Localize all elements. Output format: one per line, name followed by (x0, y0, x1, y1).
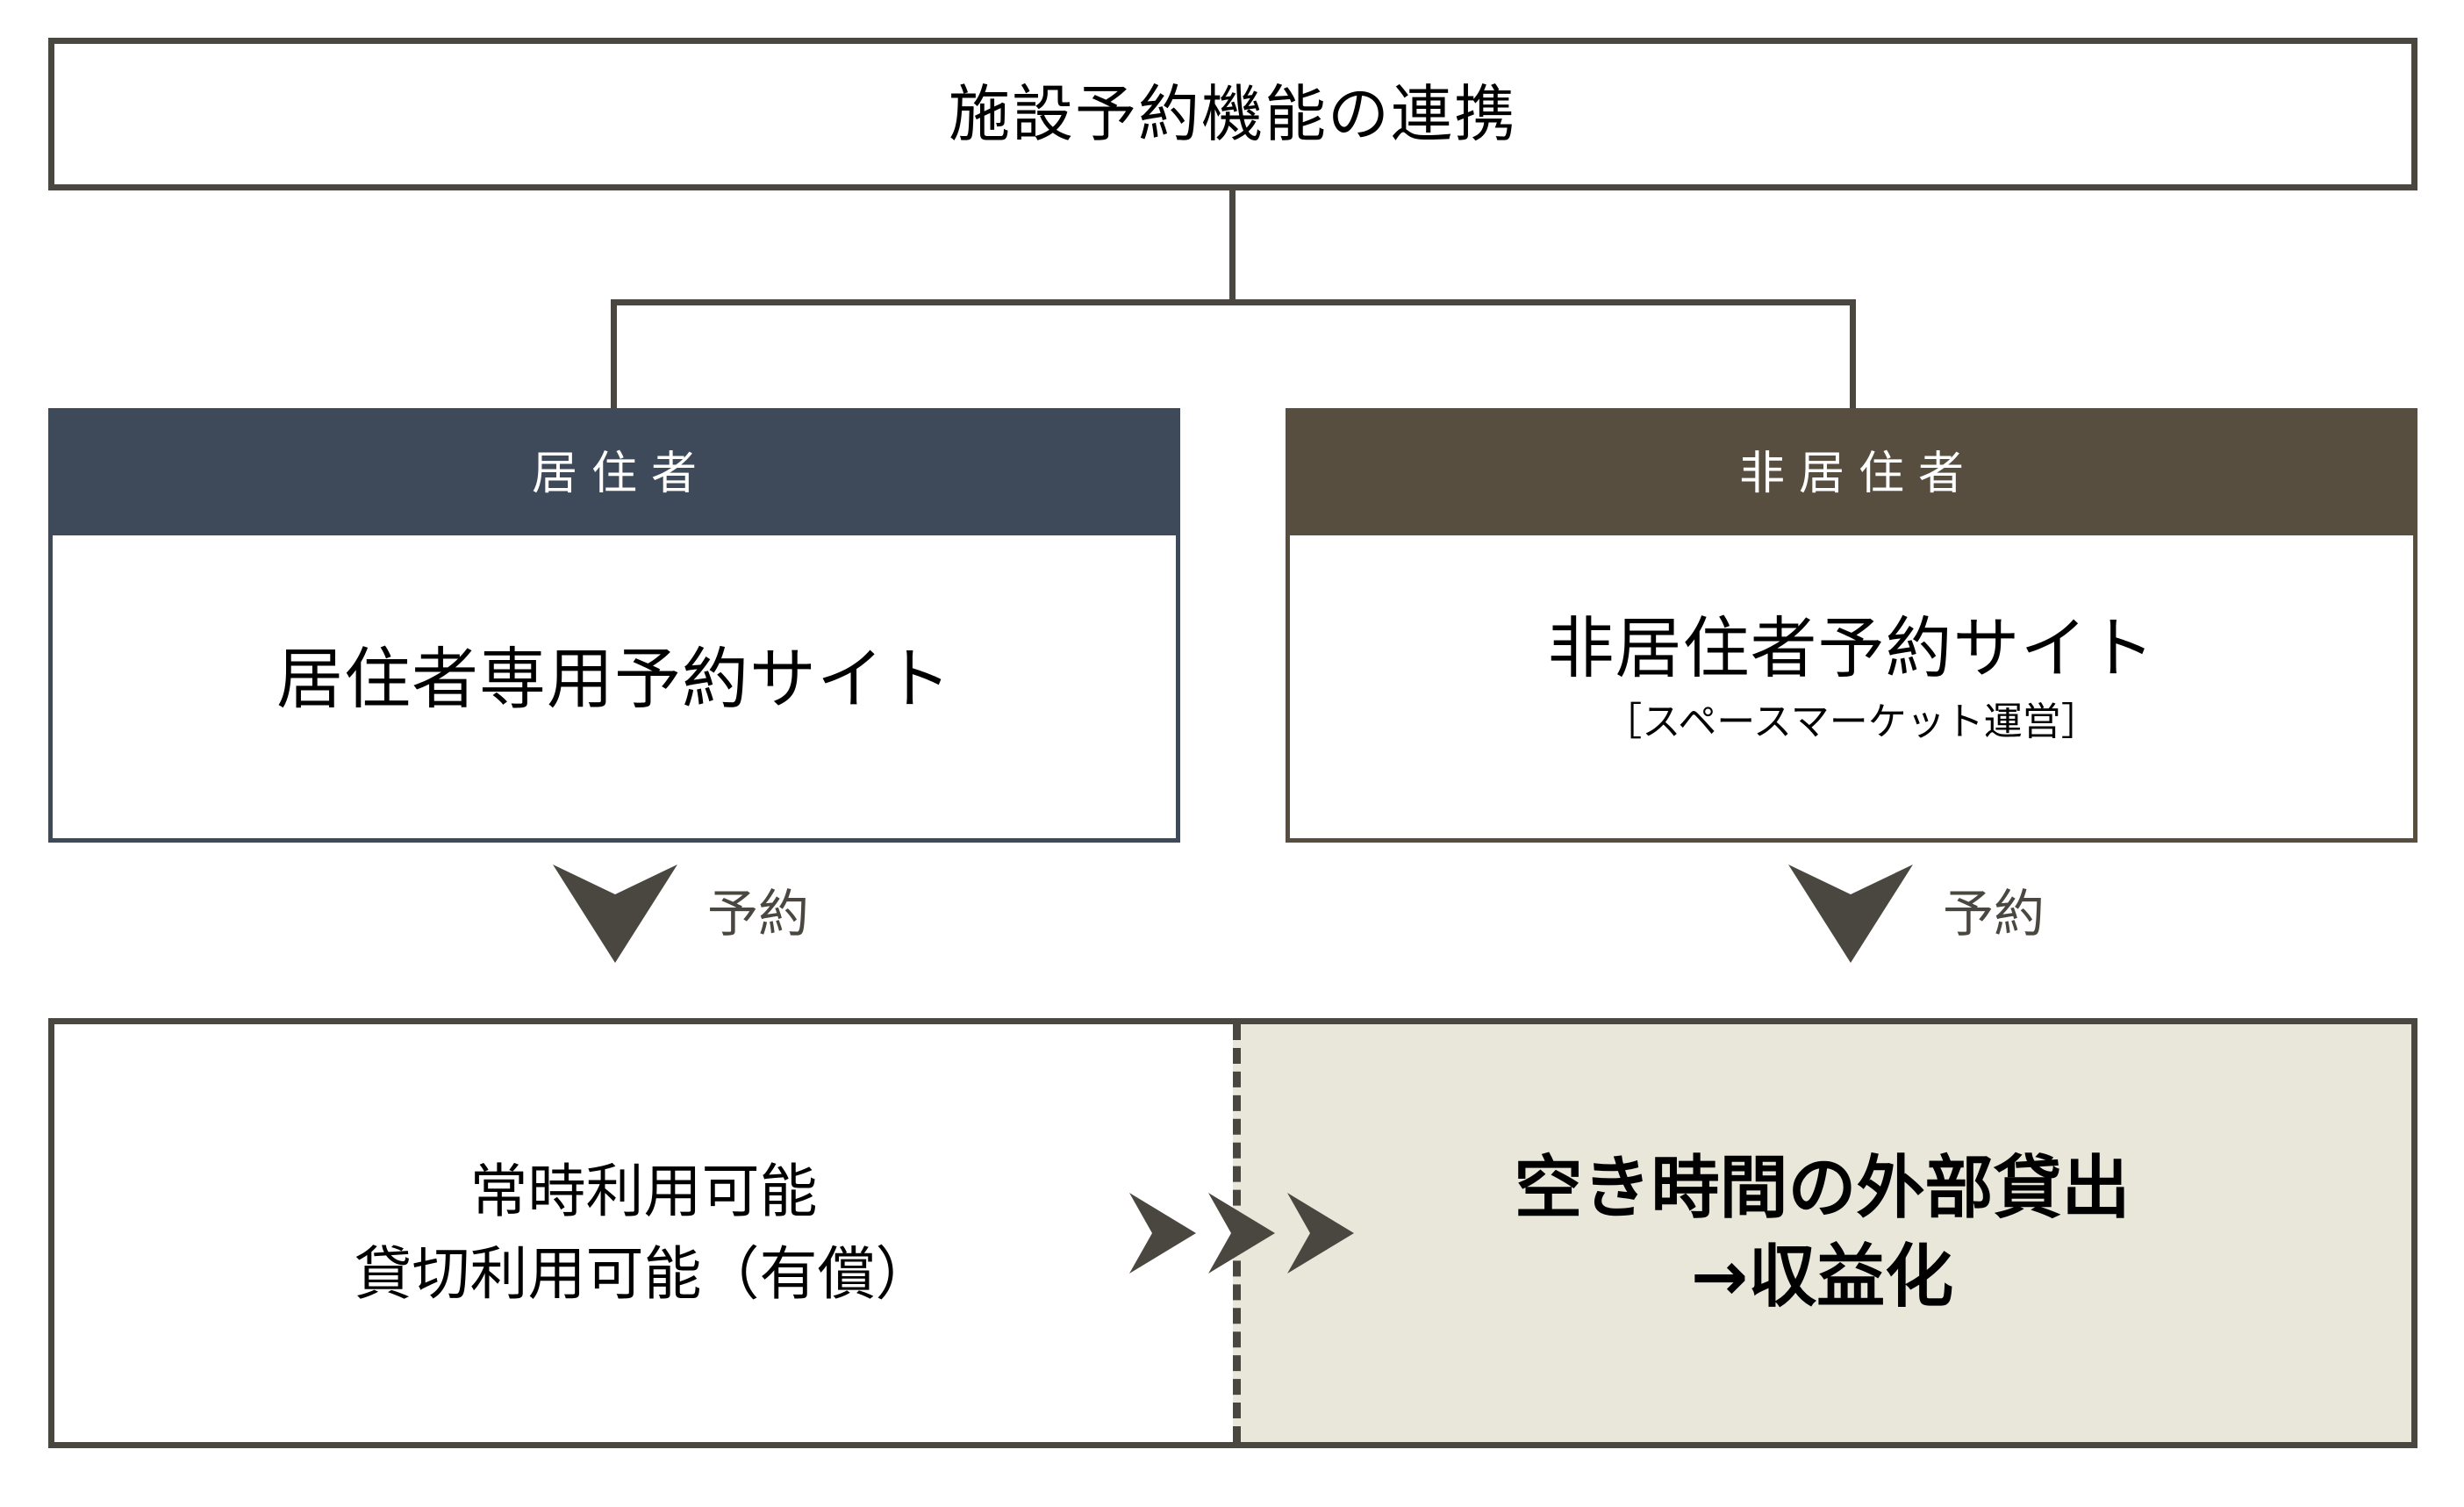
chevron-right-icon (1208, 1193, 1275, 1274)
reservation-label-resident: 予約 (707, 884, 810, 944)
category-header-non-resident: 非居住者 (1290, 413, 2413, 535)
non-resident-site-name: 非居住者予約サイト (1547, 609, 2156, 688)
reservation-flow-resident: 予約 (553, 865, 809, 963)
chevron-right-icon (1287, 1193, 1354, 1274)
outcome-left-text: 常時利用可能 貸切利用可能（有償） (54, 1024, 1233, 1442)
category-body-non-resident: 非居住者予約サイト ［スペースマーケット運営］ (1290, 535, 2413, 838)
outcome-box: 常時利用可能 貸切利用可能（有償） 空き時間の外部貸出 →収益化 (48, 1018, 2417, 1448)
chevron-down-icon (553, 865, 677, 963)
non-resident-operator-note: ［スペースマーケット運営］ (1603, 699, 2100, 744)
category-body-resident: 居住者専用予約サイト (53, 535, 1176, 838)
outcome-left-line-1: 常時利用可能 (469, 1157, 818, 1225)
connector-vertical-trunk (1229, 190, 1236, 305)
category-header-resident: 居住者 (53, 413, 1176, 535)
category-box-resident: 居住者 居住者専用予約サイト (48, 408, 1180, 843)
chevron-down-icon (1788, 865, 1913, 963)
reservation-label-non-resident: 予約 (1943, 884, 2045, 944)
outcome-right-text: 空き時間の外部貸出 →収益化 (1233, 1024, 2411, 1442)
outcome-flow-arrows (1129, 1193, 1354, 1274)
outcome-inner: 常時利用可能 貸切利用可能（有償） 空き時間の外部貸出 →収益化 (54, 1024, 2411, 1442)
connector-vertical-to-resident (611, 299, 617, 410)
outcome-highlight-panel (1233, 1024, 2411, 1442)
diagram-title-box: 施設予約機能の連携 (48, 38, 2417, 190)
outcome-right-line-1: 空き時間の外部貸出 (1514, 1148, 2131, 1228)
reservation-flow-non-resident: 予約 (1788, 865, 2045, 963)
outcome-right-line-2: →収益化 (1690, 1238, 1954, 1317)
resident-site-name: 居住者専用予約サイト (276, 639, 952, 718)
outcome-left-line-2: 貸切利用可能（有償） (354, 1240, 934, 1308)
connector-vertical-to-non-resident (1850, 299, 1856, 410)
connector-horizontal-branch (611, 299, 1856, 305)
page-title: 施設予約機能の連携 (949, 78, 1517, 150)
chevron-right-icon (1129, 1193, 1196, 1274)
category-box-non-resident: 非居住者 非居住者予約サイト ［スペースマーケット運営］ (1286, 408, 2417, 843)
